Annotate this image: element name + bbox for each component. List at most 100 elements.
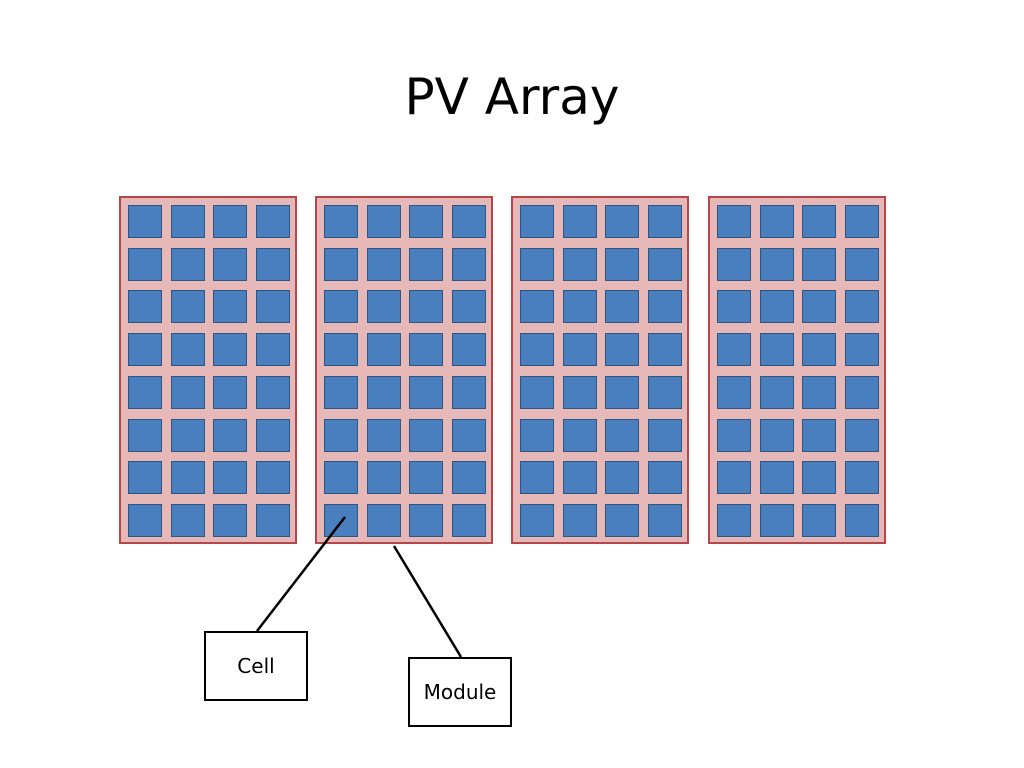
pv-cell bbox=[605, 503, 639, 537]
pv-cell bbox=[520, 290, 554, 324]
module-leader-line bbox=[392, 545, 463, 658]
pv-cell bbox=[562, 333, 597, 367]
pv-cell bbox=[366, 290, 401, 324]
pv-cell bbox=[802, 375, 836, 409]
pv-cell bbox=[605, 461, 639, 495]
pv-cell bbox=[213, 205, 247, 238]
pv-cell bbox=[562, 461, 597, 495]
pv-cell bbox=[717, 461, 751, 495]
pv-cell bbox=[409, 290, 443, 324]
pv-cell bbox=[647, 461, 682, 495]
pv-cell bbox=[844, 418, 879, 452]
pv-cell bbox=[647, 418, 682, 452]
module-label: Module bbox=[423, 680, 497, 704]
cell-label-box: Cell bbox=[204, 631, 308, 701]
pv-cell bbox=[451, 461, 486, 495]
pv-cell bbox=[324, 247, 358, 281]
pv-cell bbox=[717, 418, 751, 452]
cell-leader-line bbox=[256, 516, 346, 632]
pv-cell bbox=[213, 503, 247, 537]
pv-cell bbox=[366, 333, 401, 367]
pv-cell bbox=[213, 461, 247, 495]
pv-cell bbox=[759, 333, 794, 367]
pv-cell bbox=[717, 333, 751, 367]
pv-cell bbox=[647, 333, 682, 367]
pv-cell bbox=[255, 247, 290, 281]
pv-cell bbox=[759, 205, 794, 238]
pv-cell bbox=[844, 503, 879, 537]
pv-cell bbox=[759, 247, 794, 281]
pv-cell bbox=[605, 247, 639, 281]
pv-cell bbox=[520, 247, 554, 281]
pv-cell bbox=[255, 503, 290, 537]
pv-cell bbox=[759, 503, 794, 537]
pv-cell bbox=[255, 333, 290, 367]
pv-cell bbox=[409, 375, 443, 409]
pv-cell bbox=[844, 461, 879, 495]
pv-cell bbox=[451, 290, 486, 324]
pv-cell bbox=[562, 247, 597, 281]
pv-cell bbox=[647, 247, 682, 281]
pv-cell bbox=[255, 375, 290, 409]
pv-cell bbox=[802, 333, 836, 367]
pv-cell bbox=[717, 247, 751, 281]
pv-cell bbox=[128, 503, 162, 537]
pv-cell bbox=[451, 503, 486, 537]
pv-cell bbox=[802, 418, 836, 452]
pv-cell bbox=[647, 290, 682, 324]
pv-cell bbox=[128, 418, 162, 452]
pv-cell bbox=[366, 247, 401, 281]
pv-cell bbox=[844, 205, 879, 238]
pv-cell bbox=[844, 290, 879, 324]
pv-cell bbox=[324, 205, 358, 238]
pv-cell bbox=[520, 375, 554, 409]
pv-cell bbox=[647, 375, 682, 409]
pv-cell bbox=[451, 418, 486, 452]
pv-cell bbox=[128, 375, 162, 409]
pv-cell bbox=[844, 247, 879, 281]
pv-cell bbox=[562, 503, 597, 537]
pv-cell bbox=[759, 375, 794, 409]
pv-cell bbox=[366, 375, 401, 409]
pv-cell bbox=[213, 290, 247, 324]
pv-cell bbox=[451, 375, 486, 409]
pv-cell bbox=[366, 503, 401, 537]
pv-cell bbox=[605, 205, 639, 238]
pv-cell bbox=[562, 290, 597, 324]
pv-cell bbox=[170, 205, 205, 238]
pv-cell bbox=[128, 461, 162, 495]
pv-cell bbox=[520, 503, 554, 537]
pv-cell bbox=[255, 461, 290, 495]
pv-cell bbox=[844, 375, 879, 409]
pv-cell bbox=[128, 333, 162, 367]
cell-label: Cell bbox=[237, 654, 275, 678]
pv-cell bbox=[213, 375, 247, 409]
pv-cell bbox=[255, 205, 290, 238]
pv-module bbox=[511, 196, 689, 544]
pv-cell bbox=[170, 247, 205, 281]
pv-cell bbox=[255, 290, 290, 324]
pv-cell bbox=[520, 205, 554, 238]
pv-cell bbox=[647, 503, 682, 537]
pv-cell bbox=[605, 333, 639, 367]
pv-cell bbox=[213, 333, 247, 367]
pv-cell bbox=[647, 205, 682, 238]
pv-cell bbox=[520, 333, 554, 367]
pv-cell bbox=[802, 290, 836, 324]
pv-cell bbox=[324, 290, 358, 324]
pv-cell bbox=[520, 461, 554, 495]
pv-cell bbox=[562, 375, 597, 409]
pv-cell bbox=[605, 418, 639, 452]
pv-cell bbox=[451, 205, 486, 238]
pv-cell bbox=[802, 205, 836, 238]
pv-cell bbox=[170, 503, 205, 537]
pv-cell bbox=[409, 461, 443, 495]
pv-module bbox=[315, 196, 493, 544]
pv-cell bbox=[128, 247, 162, 281]
pv-cell bbox=[255, 418, 290, 452]
pv-cell bbox=[128, 205, 162, 238]
pv-cell bbox=[451, 333, 486, 367]
pv-cell bbox=[170, 418, 205, 452]
pv-cell bbox=[170, 375, 205, 409]
